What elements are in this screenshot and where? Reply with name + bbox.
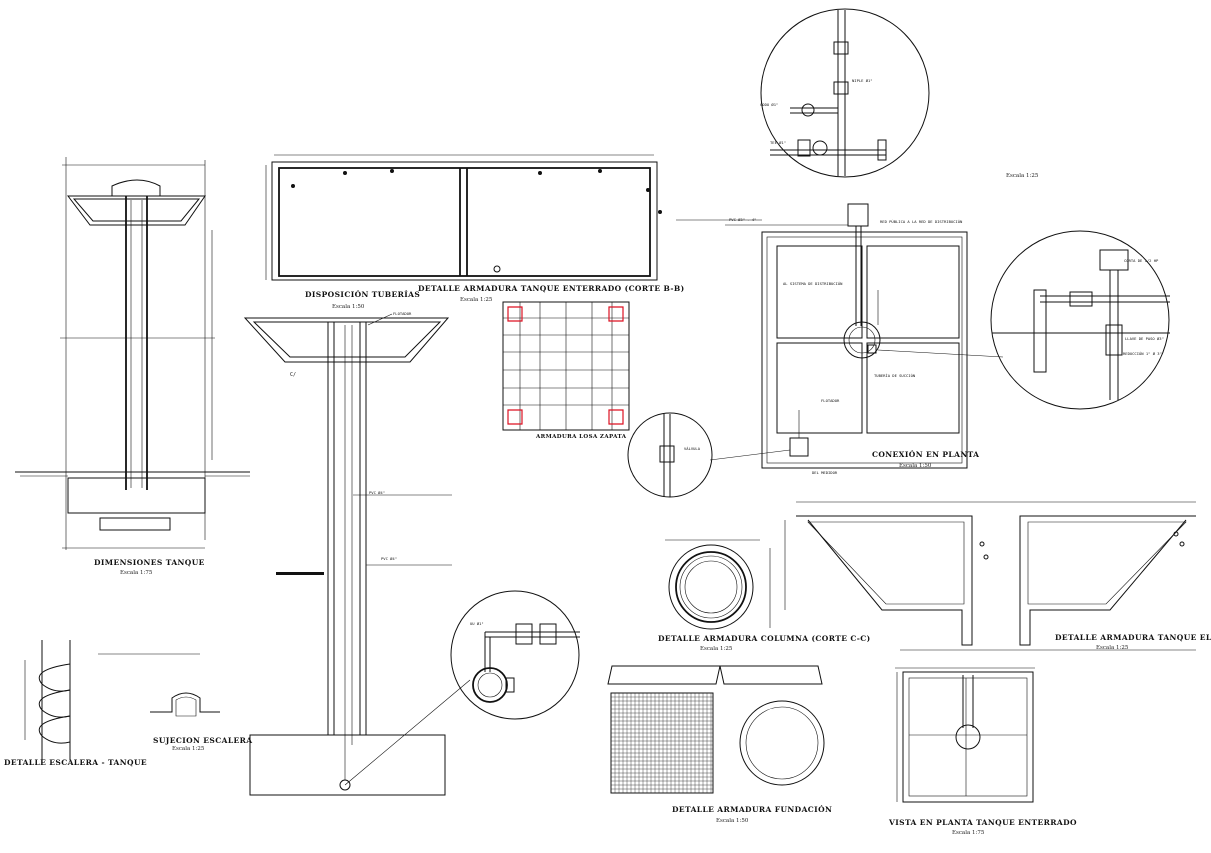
title-losa-zapata: ARMADURA LOSA ZAPATA [536,434,627,440]
detalle-superior-circle [760,8,930,178]
label-col: PVC Ø4" [381,556,398,561]
scale-elevado: Escala 1:25 [1096,645,1129,651]
escalera-drawing [24,640,200,760]
scale-disposicion: Escala 1:50 [332,304,365,310]
scale-fundacion: Escala 1:50 [716,818,749,824]
losa-zapata-drawing [502,301,630,431]
scale-detalle-superior: Escala 1:25 [1006,173,1039,179]
fundacion-drawing [607,665,825,794]
title-armadura-enterrado: DETALLE ARMADURA TANQUE ENTERRADO (CORTE… [418,284,685,293]
scale-vista-planta: Escala 1:75 [952,830,985,836]
disposicion-tuberias-drawing [265,154,662,281]
fundacion-grid [611,693,713,793]
tanque-elevado-drawing [784,501,1196,651]
label-tuberia-succion: TUBERÍA DE SUCCIÓN [874,373,916,378]
label-reduccion: REDUCCIÓN 1" Ø 3" [1123,351,1162,356]
detalle-derecho-circle [990,230,1170,410]
label-sistema: AL SISTEMA DE DISTRIBUCIÓN [783,281,843,286]
dimensiones-tanque-drawing [15,157,250,550]
scale-columna: Escala 1:25 [700,646,733,652]
title-disposicion: DISPOSICIÓN TUBERÍAS [305,290,421,299]
label-pvc-4: PVC Ø4" [369,490,386,495]
title-escalera: DETALLE ESCALERA - TANQUE [4,758,148,767]
title-fundacion: DETALLE ARMADURA FUNDACIÓN [672,805,833,814]
scale-dimensiones: Escala 1:75 [120,570,153,576]
label-llave-paso: LLAVE DE PASO Ø3" [1125,336,1164,341]
title-columna: DETALLE ARMADURA COLUMNA (CORTE C-C) [658,634,871,643]
label-flotador-planta: FLOTADOR [821,398,840,403]
title-dimensiones: DIMENSIONES TANQUE [94,558,205,567]
title-elevado: DETALLE ARMADURA TANQUE ELEVADO [1055,633,1211,642]
label-flotador: FLOTADOR [393,311,412,316]
title-vista-planta: VISTA EN PLANTA TANQUE ENTERRADO [889,818,1077,827]
label-tee: TEE Ø1" [770,140,787,145]
label-niple: NIPLE Ø1" [852,78,873,83]
detalle-inferior-circle [450,590,580,720]
label-del-medidor: DEL MEDIDOR [812,470,838,475]
title-conexion: CONEXIÓN EN PLANTA [872,450,980,459]
scale-armadura-enterrado: Escala 1:25 [460,297,493,303]
conexion-planta-drawing [676,203,1004,469]
label-valvula: VÁLVULA [684,446,701,451]
label-red-distribucion: RED PÚBLICA A LA RED DE DISTRIBUCIÓN [880,219,963,224]
label-pvc-3-4: PVC Ø3" - 4" [729,217,757,222]
scale-sujecion: Escala 1:25 [172,746,205,752]
scale-conexion: Escala 1:50 [899,463,932,469]
label-tapon-elevado: CORTA DE 1/2 HP [1124,258,1159,263]
tanque-elevado-seccion-drawing [243,313,471,796]
vista-planta-drawing [895,667,1035,803]
columna-drawing [665,539,771,630]
title-sujecion: SUJECION ESCALERA [153,736,253,745]
sujecion-drawing [150,692,220,717]
detalle-medio-circle [627,412,791,498]
label-codo: CODO Ø1" [760,102,779,107]
label-union: UU Ø1" [470,621,484,626]
label-corte-c: C/ [290,372,297,378]
